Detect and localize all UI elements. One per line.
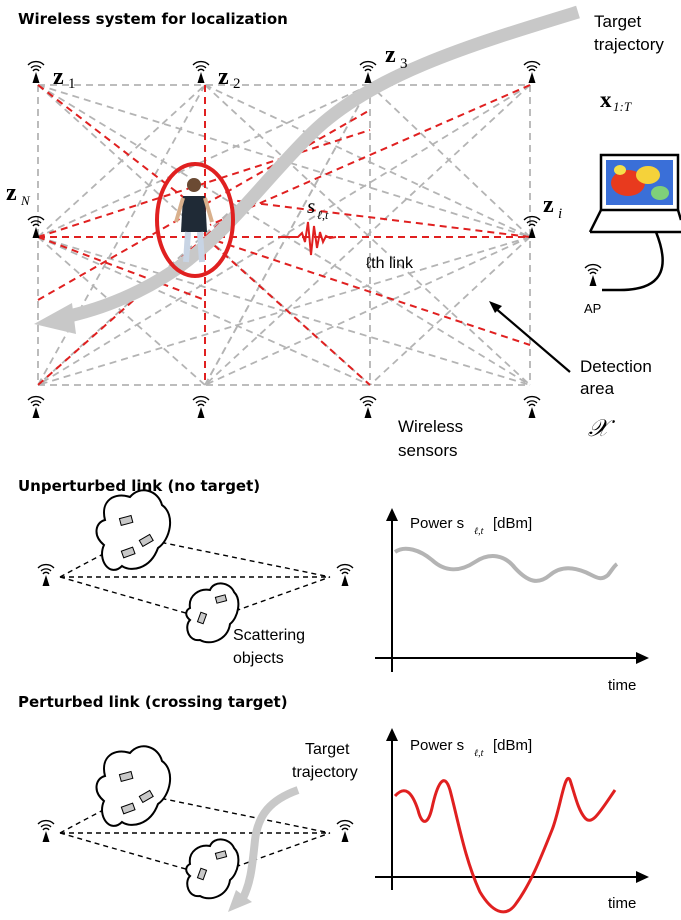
scattering-object [185,838,240,900]
gray-links [37,84,531,386]
svg-text:1:T: 1:T [613,99,632,114]
antenna-icon [27,395,45,419]
sensors-label-2: sensors [398,441,458,460]
svg-text:N: N [20,193,31,208]
unperturbed-heading: Unperturbed link (no target) [18,477,260,495]
svg-text:x: x [600,87,612,112]
signal-label: s ℓ,t [307,194,329,222]
antenna-icon [359,60,377,84]
plot-1-xlabel: time [608,677,636,694]
node-label-zN: z N [6,180,31,208]
person-icon [174,178,214,263]
detection-label-1: Detection [580,357,652,376]
signal-waveform [285,221,337,256]
plot-2-ylabel: Power s ℓ,t [dBm] [410,737,532,759]
plot-1-ylabel: Power s ℓ,t [dBm] [410,515,532,537]
svg-text:Power s: Power s [410,737,464,754]
trajectory-b-label-2: trajectory [292,764,358,781]
scattering-label-2: objects [233,650,284,667]
ap-antenna-icon [584,263,602,287]
node-label-z1: z 1 [53,64,76,92]
system-heading: Wireless system for localization [18,10,288,28]
ap-cable [602,231,664,292]
antenna-icon [37,563,55,587]
svg-text:z: z [543,192,554,218]
trajectory-symbol: x 1:T [600,87,632,114]
detection-pointer-head [489,301,502,313]
scattering-object [95,489,172,571]
svg-text:[dBm]: [dBm] [493,737,532,754]
svg-text:z: z [53,64,64,90]
node-label-z2: z 2 [218,64,241,92]
sensors-label-1: Wireless [398,417,463,436]
plot-2-xlabel: time [608,895,636,912]
svg-text:[dBm]: [dBm] [493,515,532,532]
target-trajectory-label-2: trajectory [594,35,664,54]
svg-text:i: i [558,206,562,222]
detection-pointer [493,306,571,373]
svg-text:z: z [6,180,17,206]
svg-text:Power s: Power s [410,515,464,532]
perturbed-link-diagram [37,745,354,912]
trajectory-arrow [34,5,580,334]
target-circle [155,162,235,278]
power-curve-gray [393,546,619,583]
svg-text:ℓ,t: ℓ,t [474,748,484,759]
antenna-icon [523,395,541,419]
svg-text:z: z [385,42,396,68]
svg-text:ℓ,t: ℓ,t [317,208,329,222]
node-label-zi: z i [543,192,562,222]
svg-text:3: 3 [400,56,408,72]
scattering-object [185,582,240,644]
svg-text:2: 2 [233,76,241,92]
antenna-icon [336,819,354,843]
antenna-icon [192,60,210,84]
link-label: ℓth link [366,255,414,272]
target-trajectory-label-1: Target [594,12,642,31]
svg-text:1: 1 [68,76,76,92]
svg-text:s: s [307,194,315,218]
antenna-icon [523,60,541,84]
antenna-icon [27,60,45,84]
plot-perturbed: Power s ℓ,t [dBm] time [375,728,649,914]
perturbed-heading: Perturbed link (crossing target) [18,693,288,711]
detection-label-2: area [580,379,615,398]
area-symbol: 𝒳 [588,416,616,442]
scattering-object [95,745,172,827]
unperturbed-link-diagram [37,489,354,644]
node-label-z3: z 3 [385,42,408,72]
antenna-icon [192,395,210,419]
plot-unperturbed: Power s ℓ,t [dBm] time [375,508,649,694]
svg-text:ℓ,t: ℓ,t [474,526,484,537]
trajectory-b-label-1: Target [305,741,350,758]
laptop-icon [588,153,681,234]
power-curve-red [393,776,617,914]
antenna-icon [336,563,354,587]
ap-label: AP [584,301,601,316]
antenna-icon [37,819,55,843]
scattering-label-1: Scattering [233,627,305,644]
svg-text:z: z [218,64,229,90]
antenna-icon [359,395,377,419]
